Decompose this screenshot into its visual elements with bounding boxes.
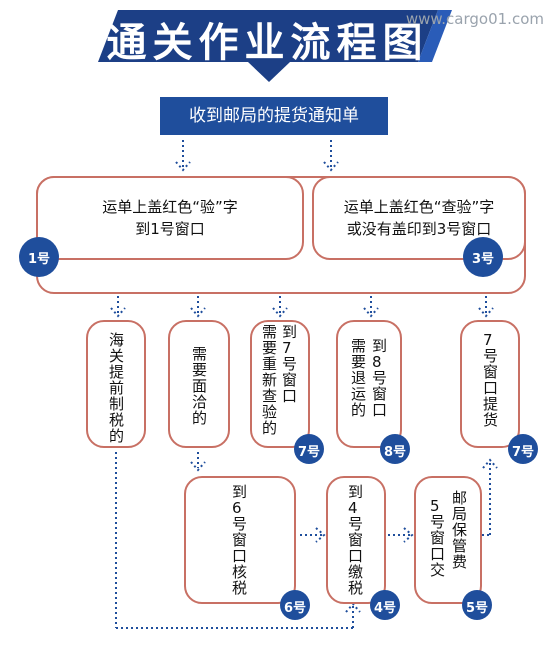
badge-3 (463, 237, 503, 277)
badge-7a (294, 434, 324, 464)
arrow-to-row3 (190, 452, 206, 472)
row2-box-2-text: 需要面洽的 (192, 345, 208, 427)
row2-box-4-col1: 需要退运的 (351, 337, 367, 419)
row3-box-3-col1: 5号窗口交 (430, 497, 446, 579)
row2-box-4-col2: 到8号窗口 (372, 337, 388, 419)
row3-box-2: 到4号窗口缴税 (326, 476, 386, 604)
row3-box-3: 5号窗口交 邮局保管费 (414, 476, 482, 604)
row2-box-5: 7号窗口提货 (460, 320, 520, 448)
banner-pointer (248, 62, 290, 82)
row3-box-3-col2: 邮局保管费 (452, 489, 468, 571)
row2-box-1-text: 海关提前制税的 (109, 331, 125, 445)
badge-4-label: 4号 (373, 601, 397, 616)
loop-connector (115, 452, 361, 629)
row3-box-1: 到6号窗口核税 (184, 476, 296, 604)
row2-box-3-col1: 需要重新查验的 (262, 323, 278, 437)
arrow-notice-left (175, 140, 191, 172)
title-wrap: 通关作业流程图 (100, 0, 435, 66)
row2-box-4: 需要退运的 到8号窗口 (336, 320, 402, 448)
title-banner (98, 10, 438, 62)
badge-6-label: 6号 (283, 601, 307, 616)
stage1-left-line1: 运单上盖红色“验”字 (102, 198, 238, 216)
arrows-row3 (300, 527, 414, 543)
watermark: www.cargo01.com (405, 10, 544, 28)
row2-box-2: 需要面洽的 (168, 320, 230, 448)
badge-1-label: 1号 (27, 252, 51, 267)
arrow-notice-right (323, 140, 339, 172)
stage1-right-box: 运单上盖红色“查验”字 或没有盖印到3号窗口 (312, 176, 526, 260)
title-banner-shadow (418, 10, 452, 62)
badge-7b (508, 434, 538, 464)
badge-5 (462, 590, 492, 620)
badge-7b-label: 7号 (511, 445, 535, 460)
notice-box: 收到邮局的提货通知单 (160, 97, 388, 135)
badge-1 (19, 237, 59, 277)
row3-box-2-text: 到4号窗口缴税 (348, 483, 364, 597)
row2-box-3-col2: 到7号窗口 (282, 323, 298, 405)
badge-8-label: 8号 (383, 445, 407, 460)
row3-box-1-text: 到6号窗口核税 (232, 483, 248, 597)
badge-6 (280, 590, 310, 620)
stage1-left-box: 运单上盖红色“验”字 到1号窗口 (36, 176, 304, 260)
badge-7a-label: 7号 (297, 445, 321, 460)
up-connector (482, 458, 498, 536)
badge-4 (370, 590, 400, 620)
row2-box-1: 海关提前制税的 (86, 320, 146, 448)
arrows-to-row2 (110, 296, 494, 318)
badge-3-label: 3号 (471, 252, 495, 267)
row2-box-3: 需要重新查验的 到7号窗口 (250, 320, 310, 448)
stage1-right-line2: 或没有盖印到3号窗口 (346, 220, 492, 238)
badge-5-label: 5号 (465, 601, 489, 616)
badge-8 (380, 434, 410, 464)
stage1-left-line2: 到1号窗口 (135, 220, 205, 238)
row2-box-5-text: 7号窗口提货 (483, 331, 499, 429)
stage1-right-line1: 运单上盖红色“查验”字 (343, 198, 495, 216)
page-title: 通关作业流程图 (106, 20, 429, 66)
